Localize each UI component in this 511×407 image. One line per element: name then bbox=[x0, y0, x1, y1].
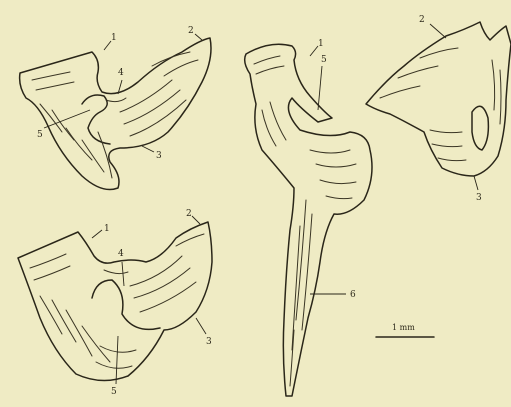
specimen-bottom-left: 1 2 3 4 5 bbox=[18, 209, 212, 397]
specimen-center-hatching bbox=[254, 56, 356, 386]
label-1-bottom-left: 1 bbox=[104, 224, 110, 234]
label-1-top-left: 1 bbox=[111, 33, 117, 43]
label-5-top-left: 5 bbox=[37, 130, 43, 140]
specimen-top-right-hollow bbox=[472, 106, 488, 150]
label-3-top-left: 3 bbox=[156, 151, 162, 161]
label-4-top-left: 4 bbox=[118, 68, 124, 78]
specimen-top-left: 1 2 3 4 5 bbox=[20, 26, 211, 190]
label-2-bottom-left: 2 bbox=[186, 209, 192, 219]
label-6-center: 6 bbox=[350, 290, 356, 300]
scale-bar: 1 mm bbox=[376, 323, 434, 337]
label-3-top-right: 3 bbox=[476, 193, 482, 203]
specimen-center-outline bbox=[245, 44, 372, 396]
specimen-top-right: 2 3 bbox=[366, 15, 511, 203]
label-1-center: 1 bbox=[318, 39, 324, 49]
specimen-top-right-hatching bbox=[380, 48, 501, 161]
specimen-top-right-outline bbox=[366, 22, 511, 176]
specimen-bottom-left-notch bbox=[92, 280, 160, 329]
specimen-center: 1 5 6 bbox=[245, 39, 372, 396]
label-4-bottom-left: 4 bbox=[118, 249, 124, 259]
label-3-bottom-left: 3 bbox=[206, 337, 212, 347]
specimen-top-left-notch bbox=[82, 95, 110, 144]
label-2-top-left: 2 bbox=[188, 26, 194, 36]
label-5-center: 5 bbox=[321, 55, 327, 65]
specimen-bottom-left-outline bbox=[18, 222, 212, 381]
label-5-bottom-left: 5 bbox=[111, 387, 117, 397]
scale-bar-label: 1 mm bbox=[392, 323, 415, 332]
label-2-top-right: 2 bbox=[419, 15, 425, 25]
specimen-top-left-hatching bbox=[32, 52, 198, 178]
